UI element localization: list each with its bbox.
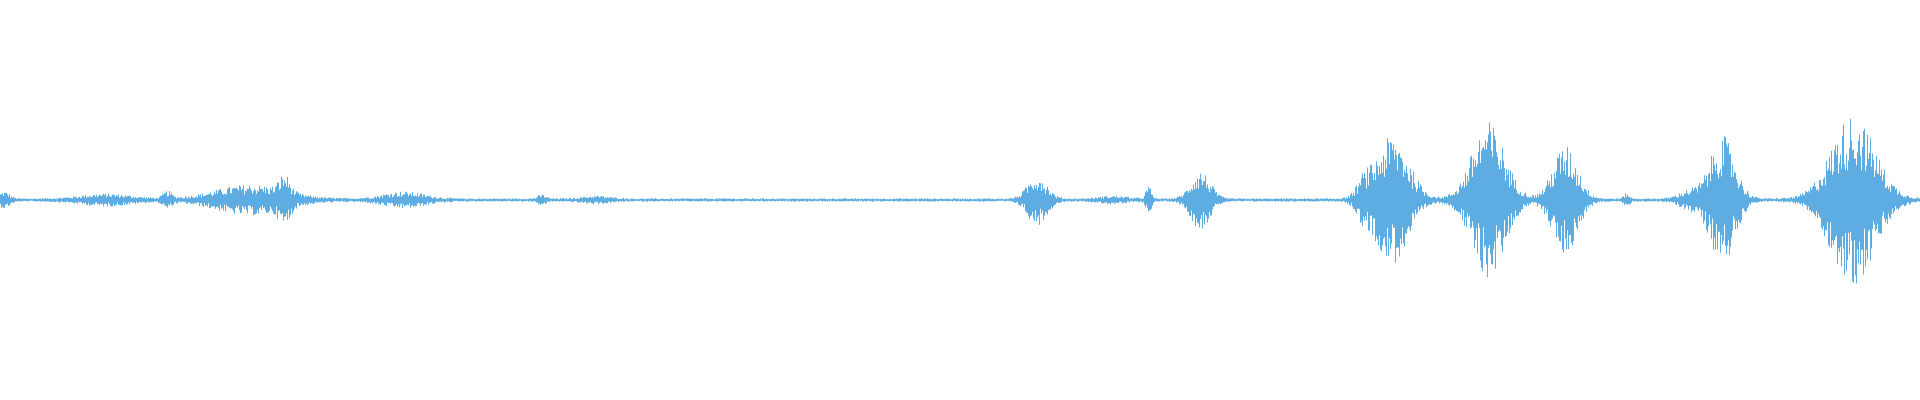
waveform-trace <box>0 118 1920 284</box>
